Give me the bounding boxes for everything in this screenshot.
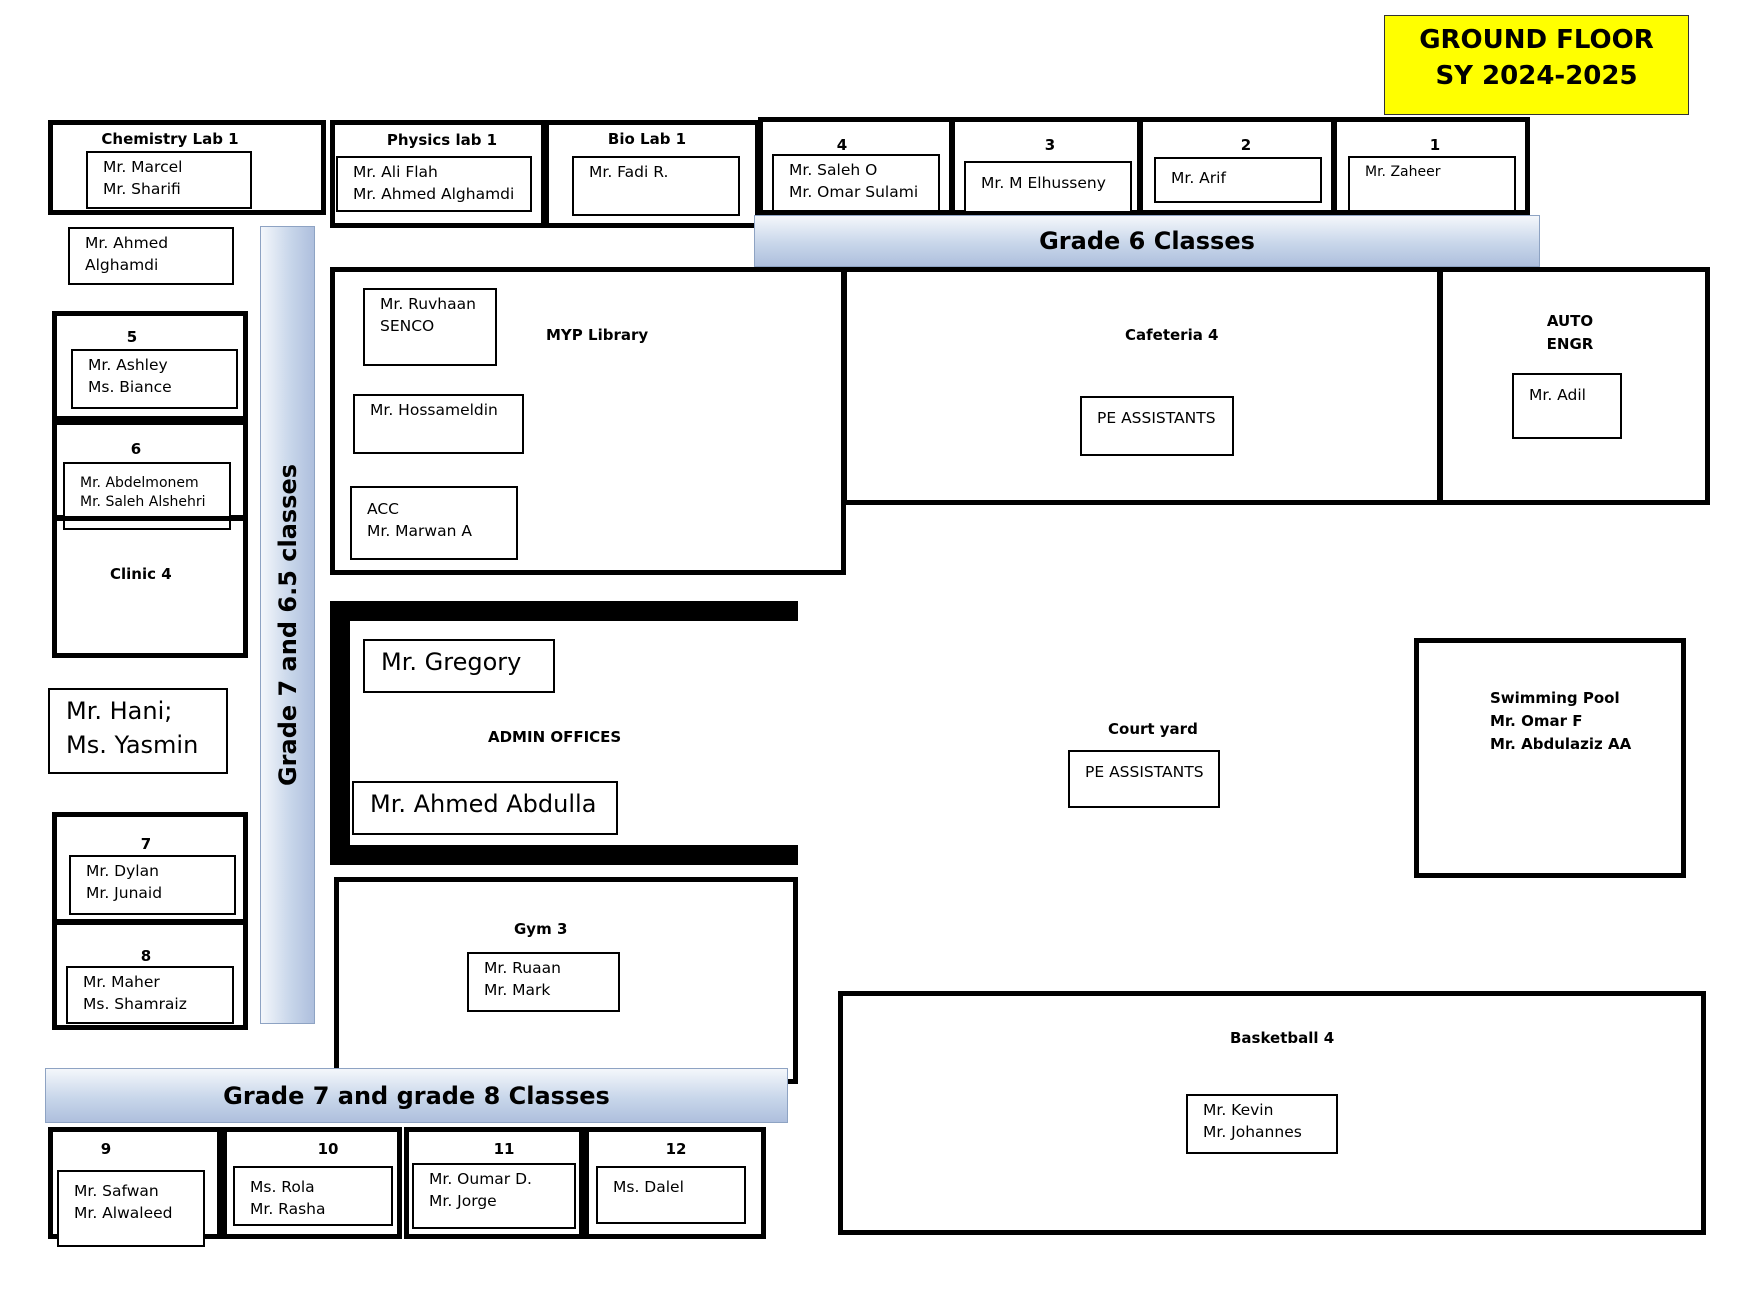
auto-engr-staff: Mr. Adil <box>1512 373 1622 439</box>
gym-staff: Mr. Ruaan Mr. Mark <box>467 952 620 1012</box>
room-7-number: 7 <box>140 835 152 853</box>
room-7-staff: Mr. Dylan Mr. Junaid <box>69 855 236 915</box>
admin-left-wall <box>330 601 350 865</box>
room-11-number: 11 <box>493 1140 515 1158</box>
cafeteria-staff: PE ASSISTANTS <box>1080 396 1234 456</box>
room-3-number: 3 <box>1044 136 1056 154</box>
room-12-number: 12 <box>665 1140 687 1158</box>
room-4-number: 4 <box>836 136 848 154</box>
auto-engr-label: AUTO ENGR <box>1546 312 1594 353</box>
room-1-staff: Mr. Zaheer <box>1348 156 1516 212</box>
floor-title-box: GROUND FLOOR SY 2024-2025 <box>1384 15 1689 115</box>
admin-top-wall <box>330 601 798 621</box>
swimming-pool-room <box>1414 638 1686 878</box>
chemistry-lab-room <box>48 120 326 215</box>
room-1 <box>1332 117 1530 215</box>
hani-yasmin-box: Mr. Hani; Ms. Yasmin <box>48 688 228 774</box>
clinic-label: Clinic 4 <box>110 565 172 583</box>
ruvhaan-box: Mr. Ruvhaan SENCO <box>363 288 497 366</box>
room-2-staff: Mr. Arif <box>1154 157 1322 203</box>
auto-engr-room <box>1438 267 1710 505</box>
bio-lab-room <box>544 120 760 228</box>
admin-offices-label: ADMIN OFFICES <box>488 728 622 746</box>
ahmed-abdulla-box: Mr. Ahmed Abdulla <box>352 781 618 835</box>
clinic-room <box>52 516 248 658</box>
room-8 <box>52 920 248 1030</box>
room-10 <box>222 1127 402 1239</box>
admin-bottom-wall <box>330 845 798 865</box>
basketball-room <box>838 991 1706 1235</box>
room-12-staff: Ms. Dalel <box>596 1166 746 1224</box>
gregory-box: Mr. Gregory <box>363 639 555 693</box>
hossameldin-box: Mr. Hossameldin <box>353 394 524 454</box>
ahmed-alghamdi-box: Mr. Ahmed Alghamdi <box>68 227 234 285</box>
grade-7-band-label: Grade 7 and 6.5 classes <box>273 463 302 787</box>
room-5 <box>52 311 248 421</box>
myp-library-label: MYP Library <box>546 326 649 344</box>
cafeteria-label: Cafeteria 4 <box>1125 326 1219 344</box>
gym-label: Gym 3 <box>514 920 568 938</box>
room-4-staff: Mr. Saleh O Mr. Omar Sulami <box>772 154 940 212</box>
school-year: SY 2024-2025 <box>1435 61 1638 91</box>
grade-6-classes-band: Grade 6 Classes <box>754 215 1540 267</box>
room-1-number: 1 <box>1429 136 1441 154</box>
swimming-pool-text: Swimming Pool Mr. Omar F Mr. Abdulaziz A… <box>1490 689 1632 753</box>
physics-lab-label: Physics lab 1 <box>386 131 498 149</box>
room-5-staff: Mr. Ashley Ms. Biance <box>71 349 238 409</box>
room-10-number: 10 <box>317 1140 339 1158</box>
room-12 <box>584 1127 766 1239</box>
bio-lab-staff: Mr. Fadi R. <box>572 156 740 216</box>
room-5-number: 5 <box>126 328 138 346</box>
bio-lab-label: Bio Lab 1 <box>607 130 687 148</box>
room-9-staff: Mr. Safwan Mr. Alwaleed <box>57 1170 205 1247</box>
room-3-staff: Mr. M Elhusseny <box>964 161 1132 213</box>
acc-box: ACC Mr. Marwan A <box>350 486 518 560</box>
physics-lab-staff: Mr. Ali Flah Mr. Ahmed Alghamdi <box>336 156 532 212</box>
room-11-staff: Mr. Oumar D. Mr. Jorge <box>412 1163 576 1229</box>
basketball-staff: Mr. Kevin Mr. Johannes <box>1186 1094 1338 1154</box>
chemistry-lab-staff: Mr. Marcel Mr. Sharifi <box>86 151 252 209</box>
chemistry-lab-label: Chemistry Lab 1 <box>101 130 239 148</box>
room-9-number: 9 <box>100 1140 112 1158</box>
room-10-staff: Ms. Rola Mr. Rasha <box>233 1166 393 1226</box>
room-6-number: 6 <box>130 440 142 458</box>
courtyard-label: Court yard <box>1108 720 1198 738</box>
room-8-staff: Mr. Maher Ms. Shamraiz <box>66 966 234 1024</box>
room-8-number: 8 <box>140 947 152 965</box>
grade-7-band: Grade 7 and 6.5 classes <box>260 226 315 1024</box>
basketball-label: Basketball 4 <box>1230 1029 1335 1047</box>
floor-title: GROUND FLOOR <box>1419 25 1654 55</box>
grade-7-8-classes-band: Grade 7 and grade 8 Classes <box>45 1068 788 1123</box>
physics-lab-room <box>330 120 546 228</box>
room-11 <box>404 1127 584 1239</box>
cafeteria-room <box>842 267 1442 505</box>
courtyard-staff: PE ASSISTANTS <box>1068 750 1220 808</box>
room-2-number: 2 <box>1240 136 1252 154</box>
